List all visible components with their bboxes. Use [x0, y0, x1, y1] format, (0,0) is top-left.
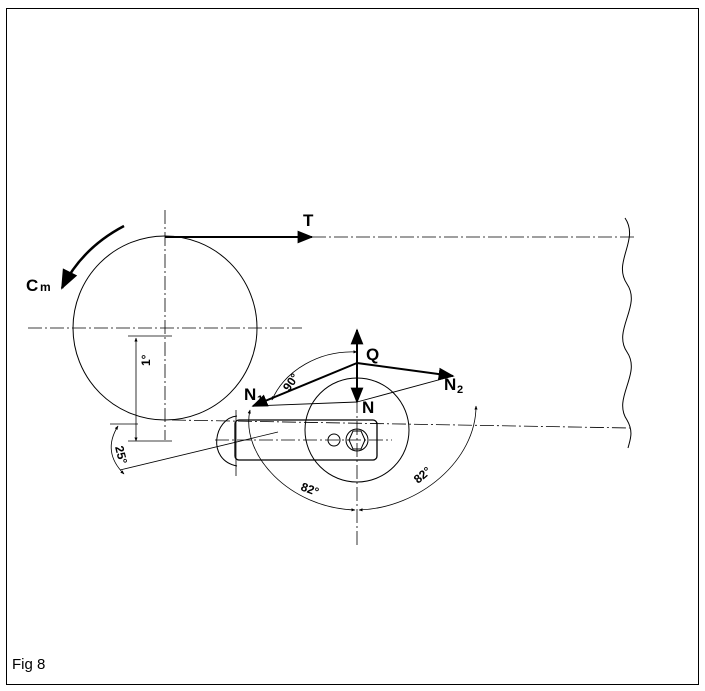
angle-25-deg: 25° [112, 444, 130, 465]
angle-82-right: 82° [411, 464, 434, 487]
break-line [621, 217, 632, 449]
label-n2: N 2 [444, 375, 463, 396]
label-c: C [26, 276, 38, 295]
force-vectors [251, 328, 455, 407]
label-t: T [303, 211, 314, 230]
label-c-sub: m [40, 280, 51, 294]
label-n1-main: N [244, 385, 256, 404]
label-n1: N 1 [244, 385, 263, 406]
tensioner [215, 355, 410, 545]
angle-arcs [110, 350, 478, 512]
angle-1-deg: 1° [139, 354, 153, 366]
figure-frame [6, 8, 699, 685]
label-n2-sub: 2 [457, 384, 463, 396]
label-cm: C m [26, 276, 51, 295]
label-n2-main: N [444, 375, 456, 394]
label-n: N [362, 398, 374, 417]
angle-82-left: 82° [299, 480, 321, 499]
belt [165, 217, 635, 449]
label-q: Q [366, 345, 379, 364]
label-n1-sub: 1 [257, 394, 263, 406]
angle-90-deg: 90° [280, 371, 302, 394]
figure-caption: Fig 8 [12, 656, 46, 673]
torque-arrow [60, 224, 125, 290]
